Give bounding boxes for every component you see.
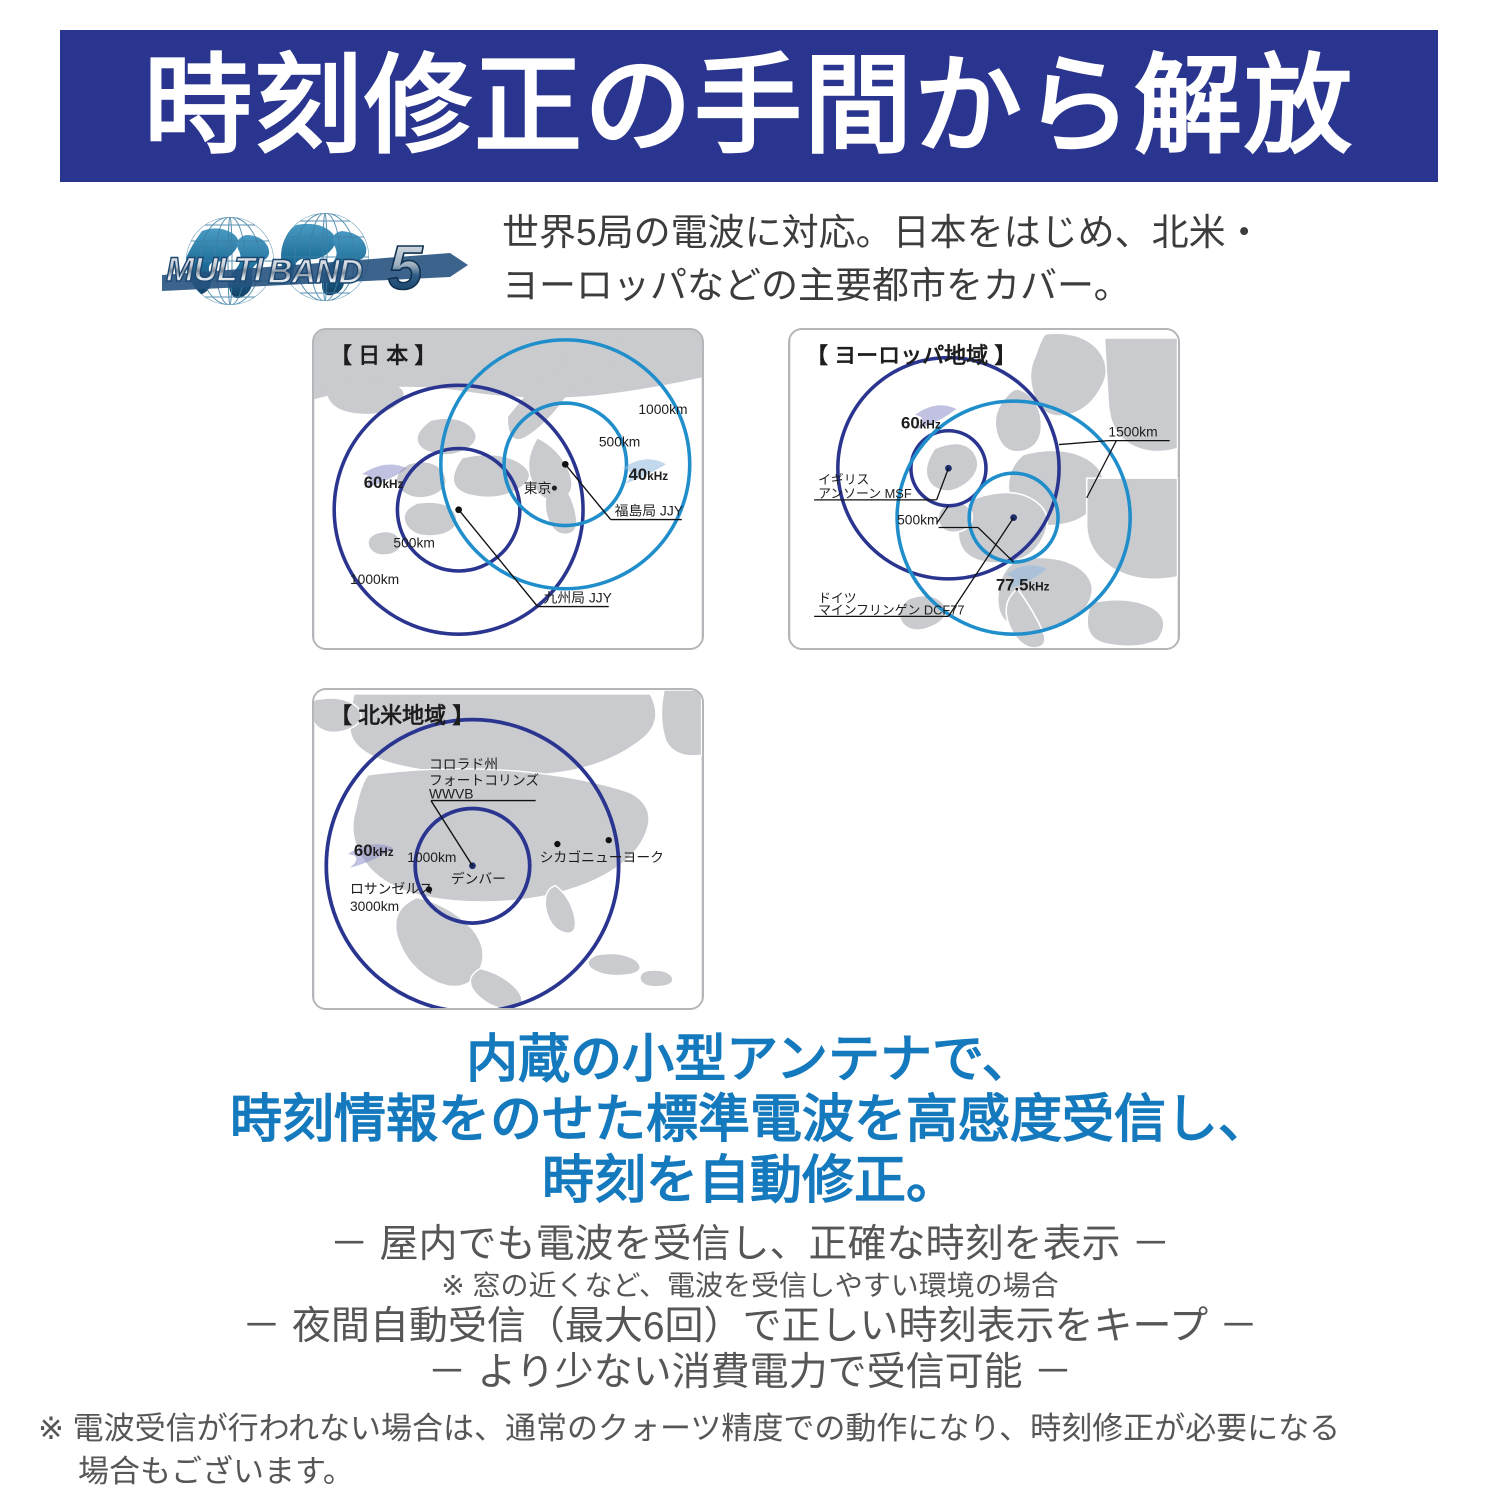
- panel-title-japan: 【 日 本 】: [330, 343, 437, 368]
- label-ring-500km: 500km: [897, 512, 938, 528]
- intro-line-2: ヨーロッパなどの主要都市をカバー。: [502, 264, 1131, 306]
- label-frequency-40khz: 40kHz: [628, 465, 668, 484]
- ring-60khz-3000km: [324, 717, 621, 1008]
- leader-line-wwvb: [430, 800, 474, 867]
- station-dot-anthorn: [945, 464, 952, 472]
- map-panel-north-america: 60kHz コロラド州 フォートコリンズ WWVB 1000km 3000km …: [312, 688, 704, 1010]
- intro-description: 世界5局の電波に対応。日本をはじめ、北米・ ヨーロッパなどの主要都市をカバー。: [502, 207, 1302, 312]
- label-ring-1000km-b: 1000km: [638, 401, 687, 417]
- logo-wordmark-multi: MULTI: [166, 251, 265, 289]
- ring-775khz-1500km: [895, 399, 1132, 636]
- emphasis-line-2: 時刻情報をのせた標準電波を高感度受信し、: [229, 1091, 1270, 1150]
- multiband5-logo: MULTI BAND 5: [150, 213, 490, 309]
- label-ring-1000km-a: 1000km: [350, 571, 399, 587]
- ring-60khz-1500km: [836, 355, 1061, 581]
- feature-bullet-3: － より少ない消費電力で受信可能 －: [427, 1351, 1073, 1395]
- label-frequency-60khz: 60kHz: [354, 841, 394, 860]
- footnote: ※ 電波受信が行われない場合は、通常のクォーツ精度での動作になり、時刻修正が必要…: [38, 1408, 1468, 1494]
- panel-title-europe: 【 ヨーロッパ地域 】: [806, 343, 1017, 368]
- north-america-map-graphic: 60kHz コロラド州 フォートコリンズ WWVB 1000km 3000km …: [314, 690, 702, 1008]
- label-station-wwvb-line2: フォートコリンズ: [429, 772, 539, 788]
- footnote-line-1: ※ 電波受信が行われない場合は、通常のクォーツ精度での動作になり、時刻修正が必要…: [38, 1411, 1341, 1446]
- page-title: 時刻修正の手間から解放: [143, 45, 1354, 166]
- label-ring-3000km: 3000km: [350, 898, 399, 914]
- europe-map-graphic: 60kHz 77.5kHz イギリス アンソーン MSF ドイツ マインフリンゲ…: [790, 330, 1178, 648]
- swoosh-decoration: [914, 405, 957, 429]
- logo-wordmark-band: BAND: [268, 253, 363, 291]
- emphasis-text-block: 内蔵の小型アンテナで、 時刻情報をのせた標準電波を高感度受信し、 時刻を自動修正…: [0, 1030, 1500, 1211]
- label-frequency-775khz: 77.5kHz: [996, 576, 1050, 595]
- label-ring-1500km: 1500km: [1108, 424, 1157, 440]
- label-station-fukushima: 福島局 JJY: [615, 503, 683, 519]
- label-ring-500km-a: 500km: [393, 534, 434, 550]
- leader-line-1500km-b: [1086, 440, 1117, 499]
- label-city-chicago: シカゴ: [540, 849, 582, 865]
- city-dot-losangeles: [425, 886, 433, 893]
- swoosh-decoration: [622, 459, 667, 485]
- label-station-de-line1: ドイツ: [818, 591, 856, 606]
- label-city-losangeles: ロサンゼルス: [350, 880, 433, 896]
- feature-bullet-1: － 屋内でも電波を受信し、正確な時刻を表示 －: [329, 1223, 1171, 1266]
- label-frequency-60khz: 60kHz: [901, 414, 941, 433]
- label-ring-500km-b: 500km: [599, 434, 640, 450]
- city-dot-chicago: [554, 840, 561, 848]
- leader-line-500km-a: [936, 505, 949, 524]
- feature-bullets: － 屋内でも電波を受信し、正確な時刻を表示 － ※ 窓の近くなど、電波を受信しや…: [0, 1222, 1500, 1396]
- leader-line-mainflingen: [947, 517, 1015, 617]
- map-panel-europe: 60kHz 77.5kHz イギリス アンソーン MSF ドイツ マインフリンゲ…: [788, 328, 1180, 650]
- emphasis-line-1: 内蔵の小型アンテナで、: [466, 1031, 1034, 1089]
- label-city-newyork: ニューヨーク: [581, 849, 664, 865]
- swoosh-decoration: [361, 464, 408, 489]
- ring-40khz-1000km: [439, 338, 692, 591]
- label-frequency-60khz: 60kHz: [364, 473, 404, 492]
- label-city-denver: デンバー: [451, 871, 506, 887]
- ring-40khz-500km: [502, 401, 629, 528]
- header-banner: 時刻修正の手間から解放: [60, 30, 1438, 182]
- label-station-uk-line1: イギリス: [818, 472, 869, 487]
- label-station-wwvb-line1: コロラド州: [429, 756, 498, 772]
- label-station-kyushu: 九州局 JJY: [544, 590, 612, 606]
- city-dot-tokyo: [551, 485, 557, 491]
- label-city-tokyo: 東京: [524, 480, 552, 496]
- leader-line-kyushu: [458, 509, 539, 607]
- swoosh-decoration: [1005, 565, 1048, 589]
- feature-note-1: ※ 窓の近くなど、電波を受信しやすい環境の場合: [441, 1270, 1059, 1302]
- city-dot-newyork: [605, 836, 612, 844]
- japan-map-graphic: 60kHz 40kHz 500km 1000km 500km 1000km 東京…: [314, 330, 702, 648]
- leader-line-fukushima: [564, 463, 612, 521]
- swoosh-decoration: [348, 844, 394, 868]
- leader-line-anthorn-a: [935, 468, 950, 501]
- intro-row: MULTI BAND 5 世界5局の電波に対応。日本をはじめ、北米・ ヨーロッパ…: [150, 205, 1350, 315]
- ring-60khz-1000km: [332, 383, 585, 636]
- ring-60khz-1000km: [413, 806, 532, 925]
- map-panel-japan: 60kHz 40kHz 500km 1000km 500km 1000km 東京…: [312, 328, 704, 650]
- label-station-uk-line2: アンソーン MSF: [818, 486, 912, 501]
- label-station-wwvb-line3: WWVB: [429, 786, 474, 802]
- label-station-de-line2: マインフリンゲン DCF77: [818, 602, 964, 617]
- leader-line-1500km-a: [1059, 439, 1109, 446]
- emphasis-line-3: 時刻を自動修正。: [541, 1151, 958, 1210]
- intro-line-1: 世界5局の電波に対応。日本をはじめ、北米・: [502, 212, 1263, 253]
- footnote-line-2: 場合もございます。: [78, 1453, 354, 1489]
- label-ring-1000km: 1000km: [407, 849, 456, 865]
- leader-line-500km-b: [977, 527, 1015, 563]
- feature-bullet-2: － 夜間自動受信（最大6回）で正しい時刻表示をキープ －: [241, 1305, 1259, 1349]
- ring-60khz-500km: [395, 446, 522, 573]
- panel-title-north-america: 【 北米地域 】: [330, 703, 475, 728]
- logo-digit-5: 5: [388, 234, 424, 303]
